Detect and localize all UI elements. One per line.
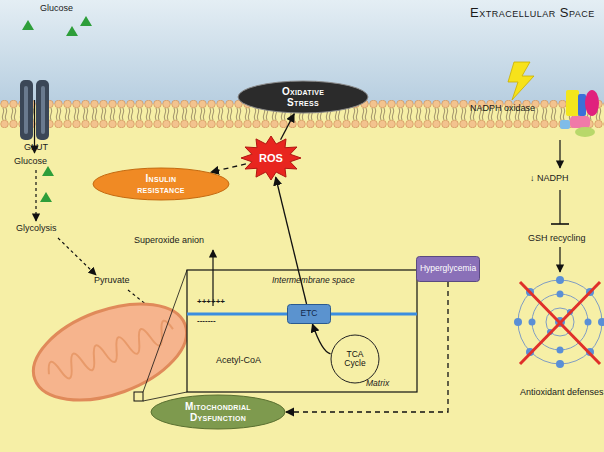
defense-label: Antioxidant defenses [520,388,604,398]
cross-mark [520,282,600,364]
inhibition-line [559,190,560,224]
molecule-label: Superoxide anion [134,236,204,246]
process-label: GSH recycling [528,234,586,244]
enzyme-subunit [566,90,579,116]
glut-transporter [20,80,33,140]
pathway-arrow [559,247,560,272]
glucose-molecule [80,16,92,26]
cytoplasm [0,104,604,452]
node-outline-shape [331,335,379,383]
molecule-label: Glucose [40,4,73,14]
pathway-arrow [35,170,36,221]
mitochondrion [20,285,199,419]
node-text: TCA Cycle [340,350,370,369]
connector-arrow [286,282,448,412]
node-text: ETC [301,309,318,318]
node-text: ROS [259,152,283,164]
lightning-stimulus [508,62,534,100]
node-text: Hyperglycemia [420,264,476,273]
glut-transporter [24,86,28,134]
connector-arrow [281,114,295,140]
node-outline-shape [417,257,480,282]
antioxidant-dot [556,276,564,284]
region-label: Extracellular Space [470,6,595,20]
node-outline-shape [238,81,368,113]
zoom-box [134,392,143,401]
node-outline-shape [93,168,229,200]
node-text-wrap: ROS [240,135,302,181]
glut-transporter [36,80,49,140]
compartment-label: Intermembrane space [272,276,355,285]
node-text-wrap: Hyperglycemia [416,256,480,282]
antioxidant-dot [598,318,604,326]
glucose-molecule [42,166,54,176]
transporter-label: GLUT [24,143,48,153]
node-outline-shape [151,395,285,429]
enzyme-subunit [575,127,595,137]
cross-mark [520,282,600,364]
node-text-wrap: TCA Cycle [330,334,380,384]
antioxidant-dot [557,291,564,298]
zoom-line [143,270,187,392]
antioxidant-dot [529,319,536,326]
node-text: Mitochondrial Dysfunction [168,401,268,423]
molecule-label: Glucose [14,157,47,167]
mitochondrion-outer [20,285,199,419]
ros-burst: ROS [240,135,302,181]
antioxidant-network [514,276,604,368]
node-text-wrap: Mitochondrial Dysfunction [150,394,286,430]
connector-arrow [211,164,246,172]
compartment-label: Matrix [366,379,389,388]
node-text: Insulin resistance [121,173,201,195]
etc-complex: ETC [287,304,331,324]
pathway-arrow [58,238,96,275]
node-text: Oxidative Stress [268,86,338,108]
glucose-molecule [22,20,34,30]
molecule-label: ↓ NADPH [530,174,569,184]
charge-label: ------- [197,317,216,326]
molecule-label: Pyruvate [94,276,130,286]
condition-box: Hyperglycemia [416,256,480,282]
charge-label: ++++++ [197,298,225,307]
outcome-ellipse: Insulin resistance [92,167,230,201]
enzyme-subunit [570,116,590,128]
connector-arrow [312,324,330,354]
outcome-ellipse: Mitochondrial Dysfunction [150,394,286,430]
enzyme-label: NADPH oxidase [470,104,535,114]
pathway-arrow [559,140,560,168]
tca-circle: TCA Cycle [330,334,380,384]
node-outline-shape [241,136,301,180]
glucose-molecule [40,192,52,202]
enzyme-subunit [560,120,570,129]
enzyme-subunit [585,90,599,116]
node-outline-shape [288,305,331,324]
inhibition-bar [551,223,569,225]
antioxidant-dot [557,347,564,354]
glut-transporter [41,86,45,134]
cristae [45,319,177,385]
antioxidant-dot [585,319,592,326]
node-text-wrap: Oxidative Stress [237,80,369,114]
glucose-molecule [66,26,78,36]
node-text-wrap: Insulin resistance [92,167,230,201]
molecule-label: Acetyl-CoA [216,356,261,366]
pathway-label: Glycolysis [16,224,57,234]
antioxidant-dot [556,360,564,368]
enzyme-subunit [578,94,586,116]
mitochondria-inset [187,270,417,392]
antioxidant-dot [514,318,522,326]
node-text-wrap: ETC [287,304,331,324]
antioxidant-ring [518,280,602,364]
outcome-ellipse: Oxidative Stress [237,80,369,114]
